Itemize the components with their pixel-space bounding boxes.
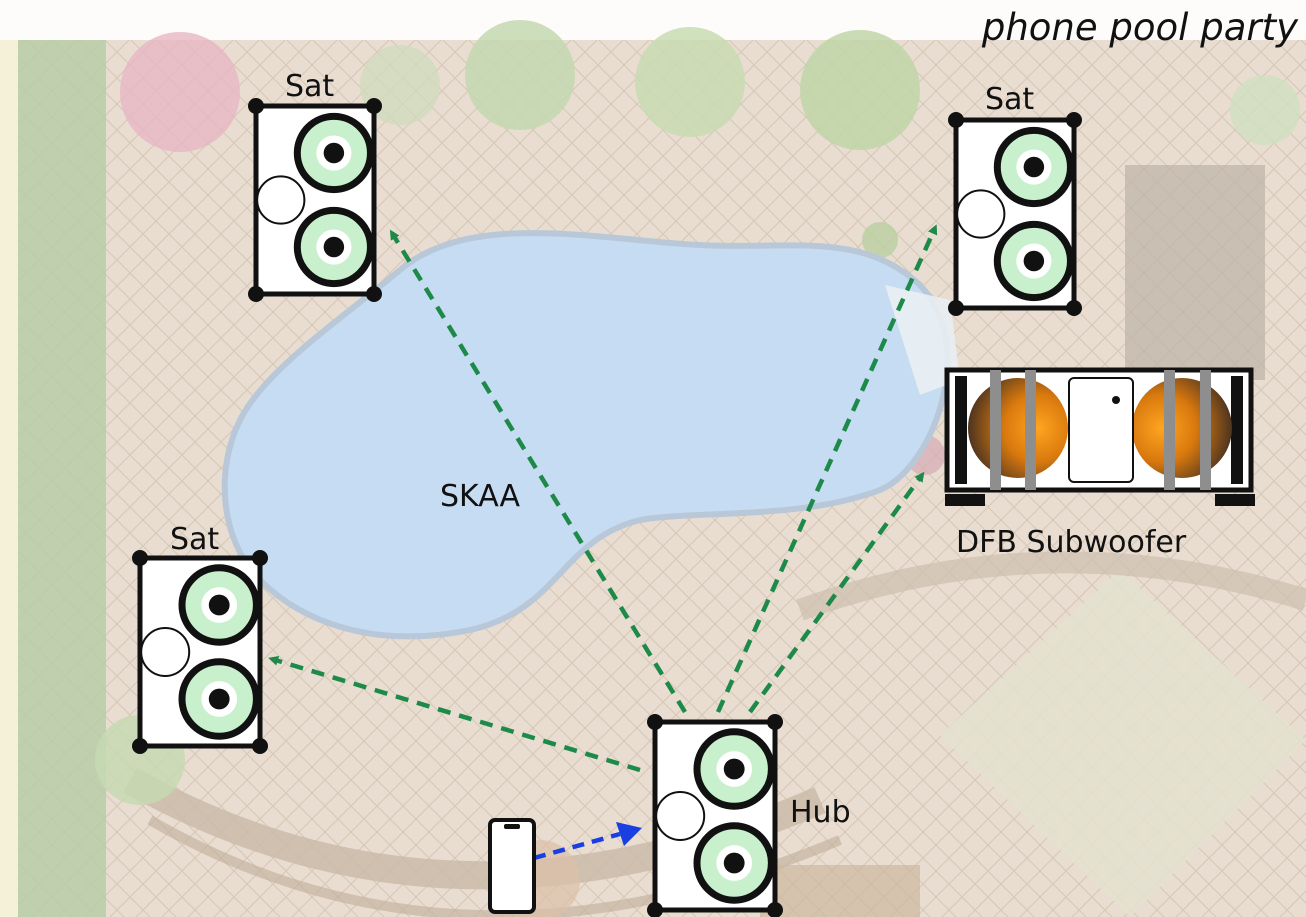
link-hub-to-sat-top-right (715, 224, 938, 713)
tweeter (956, 189, 1006, 239)
tweeter (655, 791, 706, 841)
tweeter (140, 627, 191, 677)
speaker-sat-top-left (248, 98, 382, 302)
woofer-cone (693, 728, 775, 810)
smartphone-icon (488, 818, 536, 914)
label-sat-top-right: Sat (985, 82, 1035, 117)
woofer-cone (293, 112, 374, 194)
speaker-sat-top-right (948, 112, 1082, 316)
label-sat-left: Sat (170, 522, 220, 557)
label-sat-top-left: Sat (285, 69, 335, 104)
wireless-links (268, 224, 938, 773)
tweeter (256, 175, 306, 225)
subwoofer-icon (944, 367, 1255, 506)
woofer-cone (993, 220, 1074, 302)
phone-link (533, 822, 642, 861)
pool (221, 230, 951, 640)
link-hub-to-subwoofer (748, 471, 925, 714)
woofer-cone (993, 126, 1074, 208)
speaker-sat-left (132, 550, 268, 754)
speaker-hub (647, 714, 783, 917)
link-hub-to-sat-top-left (389, 229, 687, 714)
label-link-protocol: SKAA (440, 479, 521, 514)
woofer-cone (178, 564, 260, 646)
woofer-cone (178, 658, 260, 740)
woofer-cone (293, 206, 374, 288)
label-subwoofer: DFB Subwoofer (956, 525, 1187, 560)
diagram-title: phone pool party (981, 6, 1298, 49)
woofer-cone (693, 822, 775, 904)
link-hub-to-sat-left (268, 655, 641, 773)
label-hub: Hub (790, 795, 851, 830)
